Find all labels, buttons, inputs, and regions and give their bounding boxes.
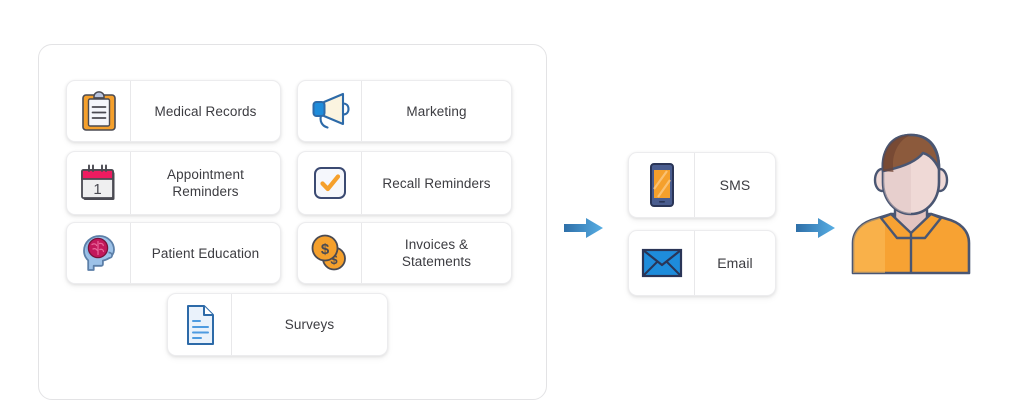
feature-card-appointment-reminders[interactable]: 1 Appointment Reminders <box>66 151 281 215</box>
feature-label-text: Patient Education <box>151 245 260 261</box>
channel-label: SMS <box>695 153 775 217</box>
person-avatar-icon <box>845 125 977 275</box>
feature-card-invoices-statements[interactable]: $ $ Invoices & Statements <box>297 222 512 284</box>
arrow-right-icon <box>796 216 836 240</box>
feature-label: Recall Reminders <box>362 152 511 214</box>
channel-label: Email <box>695 231 775 295</box>
feature-label-text: Invoices & Statements <box>401 237 472 269</box>
arrow-right-icon <box>564 216 604 240</box>
channel-label-text: Email <box>717 254 753 271</box>
megaphone-icon <box>298 81 362 141</box>
feature-card-surveys[interactable]: Surveys <box>167 293 388 356</box>
svg-text:$: $ <box>320 241 329 258</box>
checkbox-check-icon <box>298 152 362 214</box>
feature-label: Appointment Reminders <box>131 152 280 214</box>
document-icon <box>168 294 232 355</box>
feature-label-text: Medical Records <box>154 103 257 119</box>
clipboard-icon <box>67 81 131 141</box>
feature-label-text: Marketing <box>406 103 467 119</box>
feature-label: Marketing <box>362 81 511 141</box>
feature-label-text: Recall Reminders <box>382 175 491 191</box>
svg-text:$: $ <box>330 252 338 267</box>
head-brain-icon <box>67 223 131 283</box>
feature-card-medical-records[interactable]: Medical Records <box>66 80 281 142</box>
feature-label-text: Appointment Reminders <box>167 167 244 199</box>
feature-card-recall-reminders[interactable]: Recall Reminders <box>297 151 512 215</box>
feature-label: Surveys <box>232 294 387 355</box>
mobile-phone-icon <box>629 153 695 217</box>
channel-label-text: SMS <box>719 176 751 193</box>
coins-dollar-icon: $ $ <box>298 223 362 283</box>
feature-label-text: Surveys <box>284 317 335 332</box>
feature-label: Patient Education <box>131 223 280 283</box>
channel-card-email[interactable]: Email <box>628 230 776 296</box>
feature-card-marketing[interactable]: Marketing <box>297 80 512 142</box>
feature-card-patient-education[interactable]: Patient Education <box>66 222 281 284</box>
envelope-icon <box>629 231 695 295</box>
channel-card-sms[interactable]: SMS <box>628 152 776 218</box>
svg-text:1: 1 <box>93 181 101 198</box>
calendar-icon: 1 <box>67 152 131 214</box>
feature-label: Invoices & Statements <box>362 223 511 283</box>
feature-label: Medical Records <box>131 81 280 141</box>
